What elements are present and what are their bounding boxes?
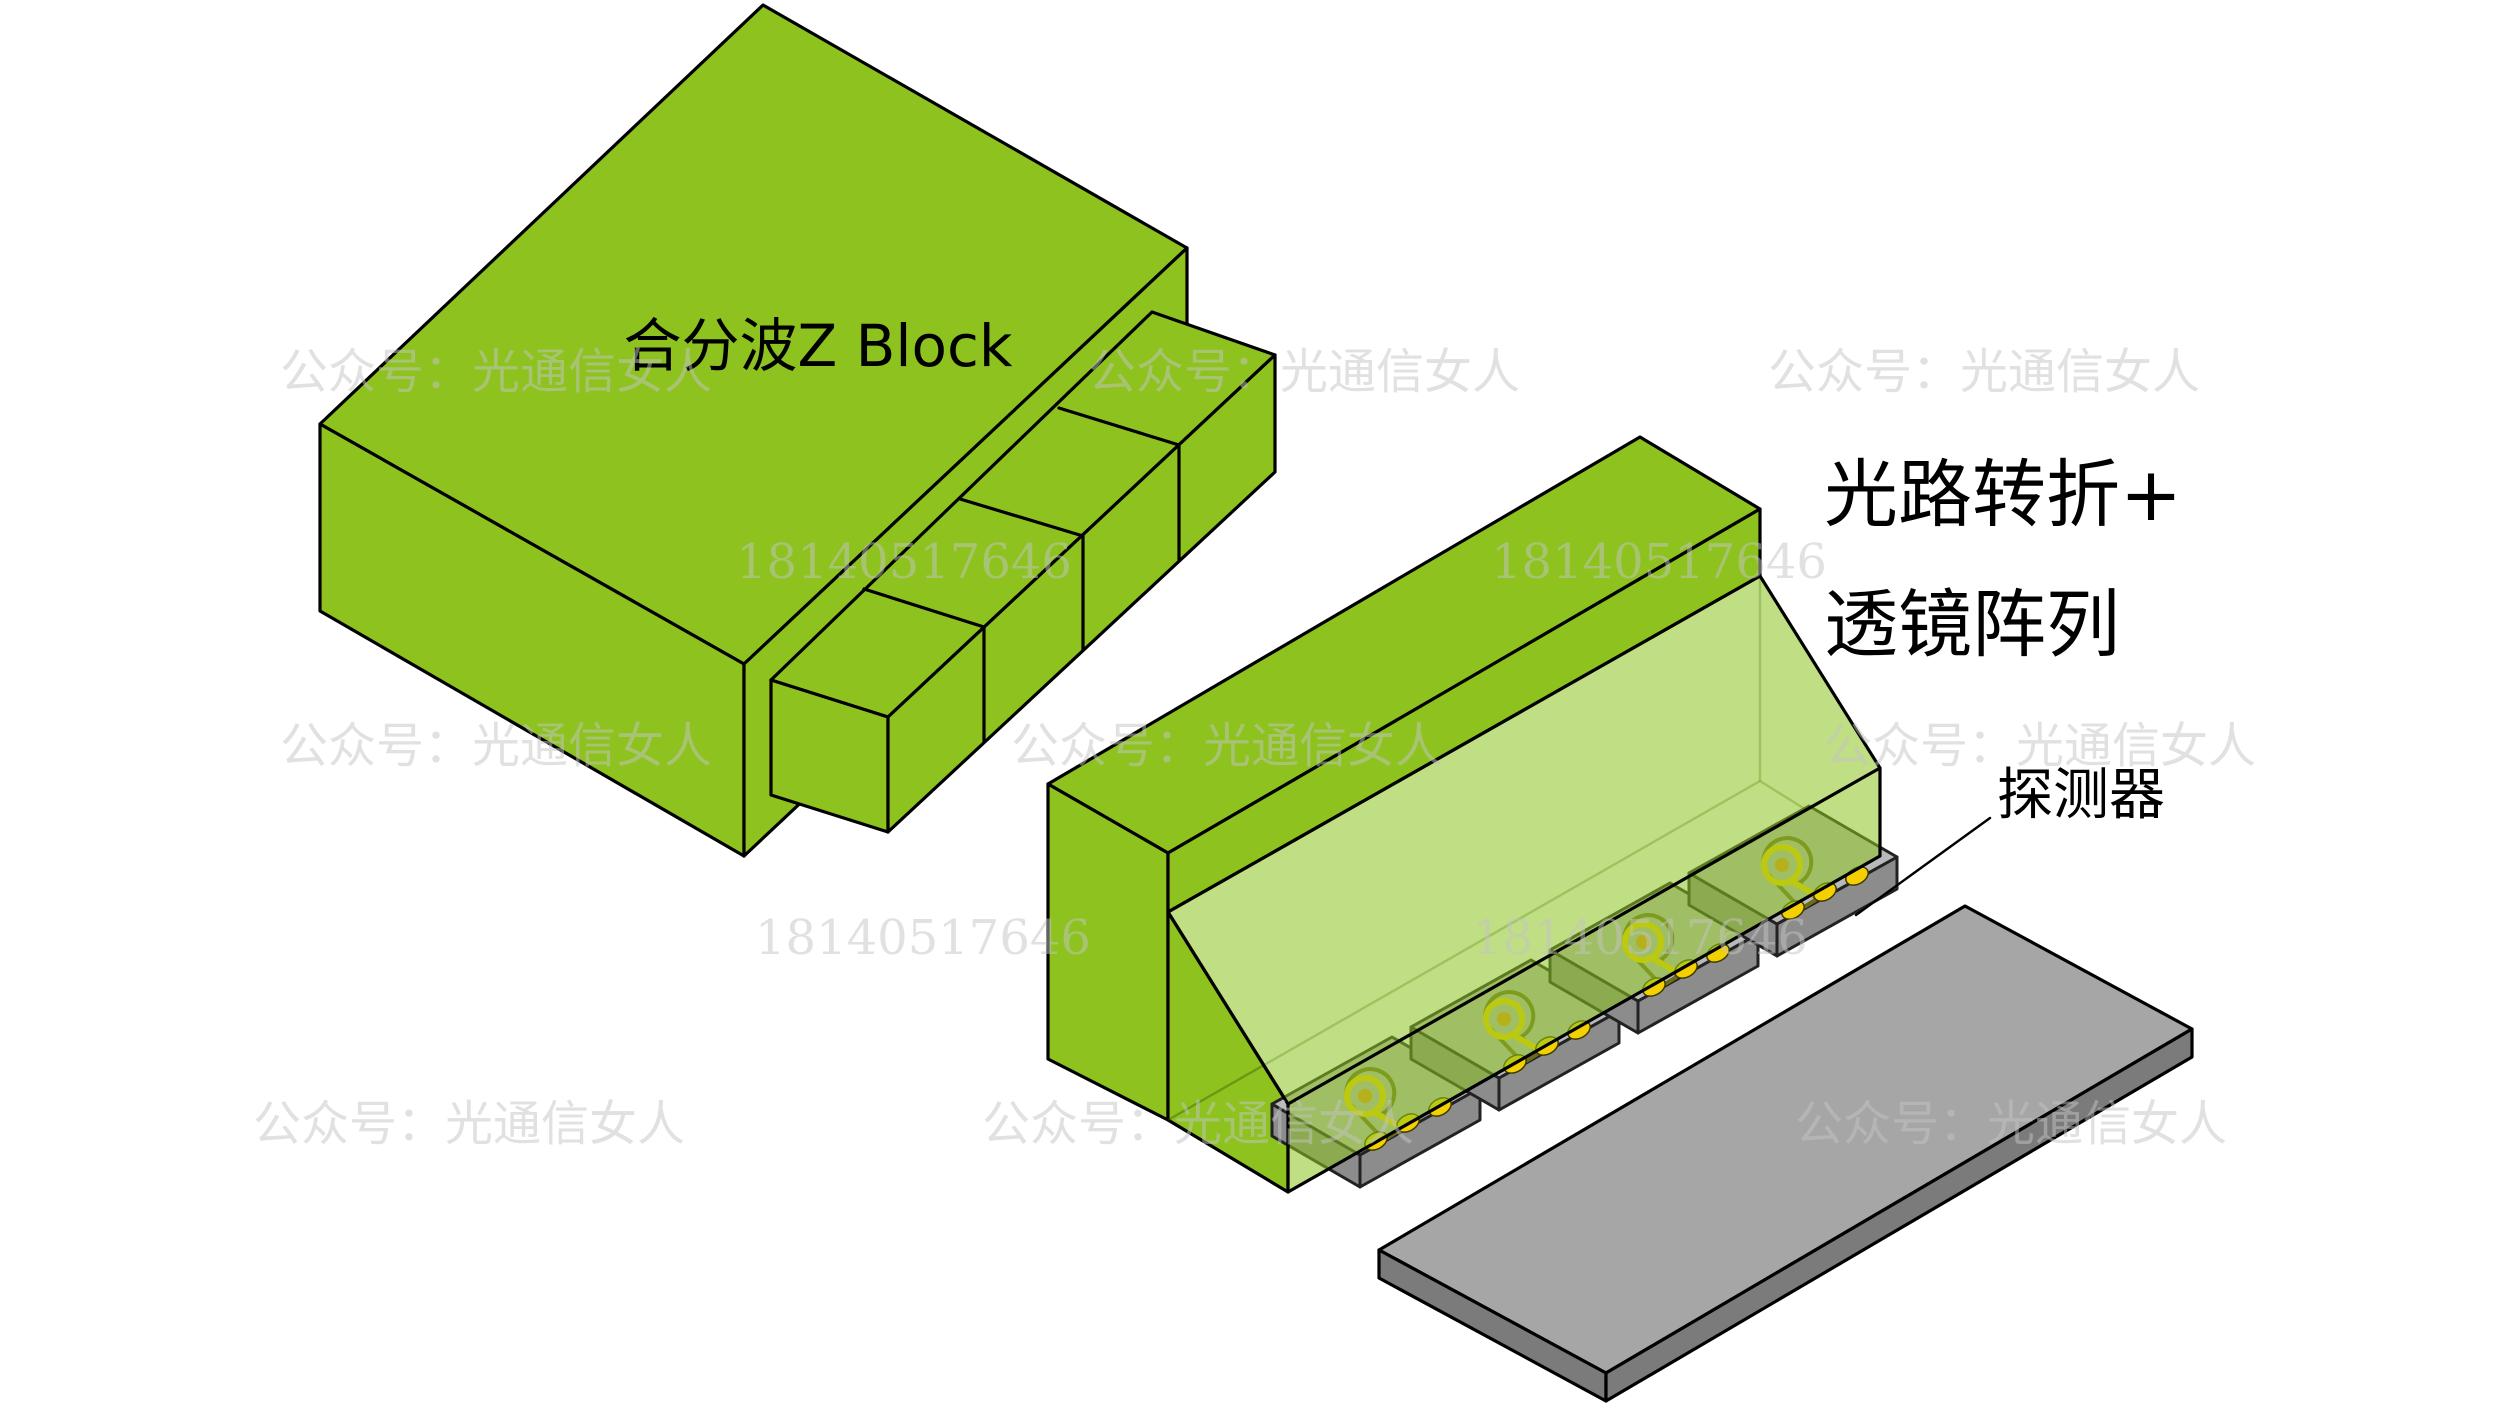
watermark-account: 公众号：光通信女人 [1824,718,2256,774]
watermark-phone: 18140517646 [755,910,1091,966]
prism-slant-lower-edge [1286,766,1882,1106]
z-block: 合分波Z Block [318,3,1277,858]
detector-leader-line [1854,816,1992,917]
watermark-phone: 18140517646 [736,534,1072,590]
filter-divider-2 [958,497,1085,538]
watermarks: 公众号：光通信女人 公众号：光通信女人 公众号：光通信女人 公众号：光通信女人 … [253,344,2256,1152]
substrate-plate [1377,904,2194,1403]
watermark-account: 公众号：光通信女人 [280,344,712,400]
lens-array-prism [1046,435,1881,1194]
filter-divider-3 [1057,406,1181,447]
watermark-phone: 18140517646 [1491,534,1827,590]
z-block-filter-row [769,310,1277,834]
filter-divider-1 [862,587,986,629]
watermark-phone: 18140517646 [1472,910,1808,966]
turn-lens-label-line1: 光路转折+ [1824,452,2182,538]
watermark-account: 公众号：光通信女人 [1088,344,1520,400]
detector-label: 探测器 [1997,763,2165,828]
watermark-account: 公众号：光通信女人 [1795,1096,2227,1152]
watermark-account: 公众号：光通信女人 [1768,344,2200,400]
plate-side-face [1604,1027,2194,1403]
z-block-label: 合分波Z Block [623,312,1012,380]
watermark-account: 公众号：光通信女人 [982,1096,1414,1152]
watermark-account: 公众号：光通信女人 [253,1096,685,1152]
watermark-account: 公众号：光通信女人 [280,718,712,774]
turn-lens-label-line2: 透镜阵列 [1824,582,2120,668]
watermark-account: 公众号：光通信女人 [1011,718,1443,774]
